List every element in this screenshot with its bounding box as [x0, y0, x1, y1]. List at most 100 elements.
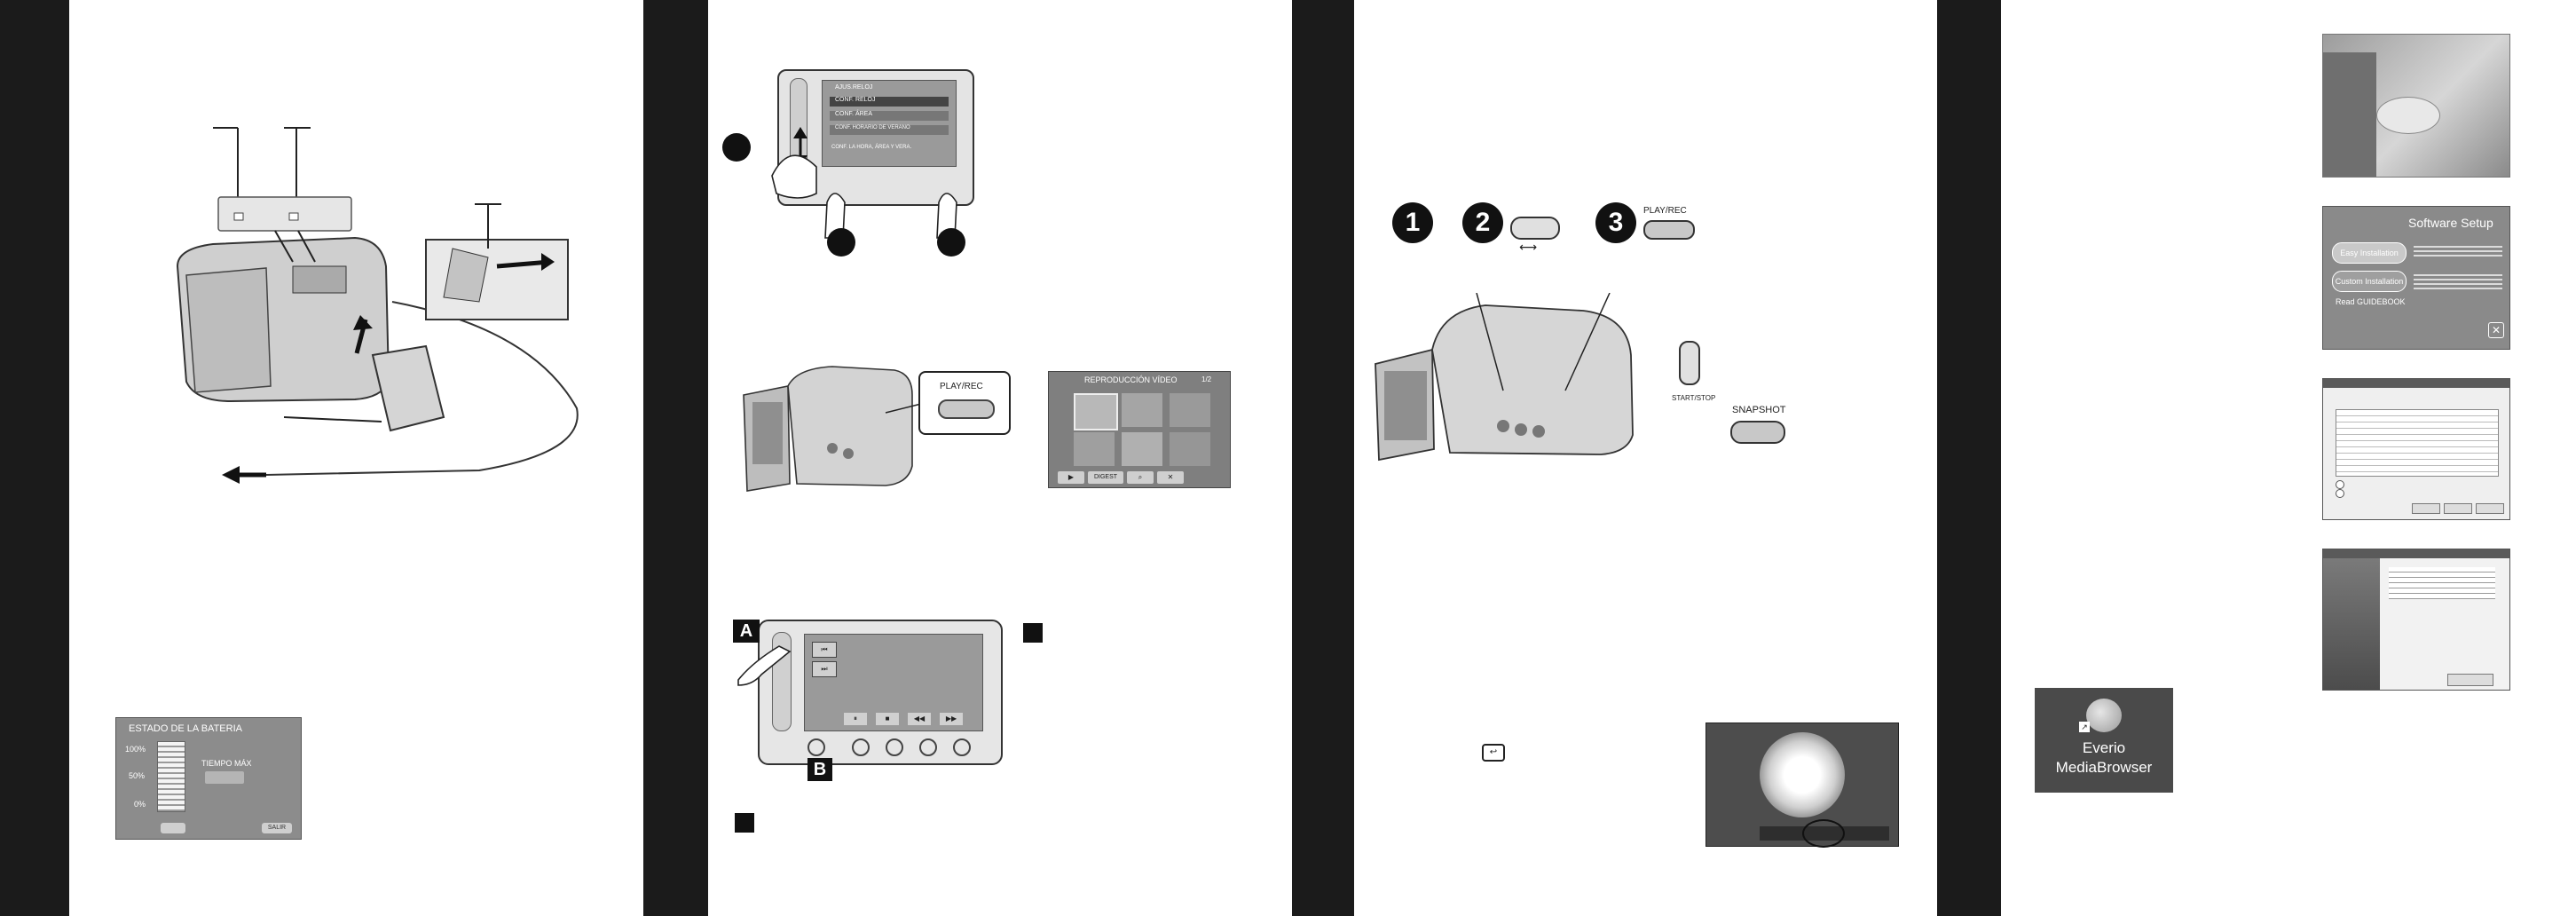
playback-thumb-1[interactable]	[1074, 393, 1118, 430]
battery-exit-button[interactable]: SALIR	[262, 823, 292, 833]
battery-level-bar	[157, 741, 185, 812]
everio-icon-graphic	[2086, 699, 2122, 732]
license-text-box	[2336, 409, 2499, 477]
dark-bar-1	[0, 0, 69, 916]
camcorder-record-illustration	[1375, 293, 1634, 462]
step-circle-left	[827, 228, 855, 257]
finger-pointer-illustration	[737, 645, 792, 686]
square-marker-2	[735, 813, 754, 833]
battery-time-label: TIEMPO MÁX	[201, 759, 252, 768]
playrec-callout: PLAY/REC	[918, 371, 1011, 435]
snapshot-button[interactable]	[1730, 421, 1785, 444]
battery-status-screen: ESTADO DE LA BATERIA 100% 50% 0% TIEMPO …	[115, 717, 302, 840]
everio-icon-label-2: MediaBrowser	[2055, 759, 2153, 776]
record-playrec-button[interactable]	[1643, 220, 1695, 240]
battery-level-0: 0%	[134, 800, 146, 809]
snapshot-preview-flower	[1760, 732, 1845, 817]
step-3-badge: 3	[1595, 202, 1636, 243]
dark-bar-4	[1937, 0, 2001, 916]
stop-icon[interactable]: ■	[876, 713, 899, 725]
install-message-lines	[2389, 567, 2495, 599]
battery-status-title: ESTADO DE LA BATERIA	[129, 723, 242, 734]
custom-installation-desc	[2414, 274, 2502, 292]
custom-installation-button[interactable]: Custom Installation	[2332, 271, 2407, 292]
close-icon[interactable]: ✕	[2488, 322, 2504, 338]
rewind-icon[interactable]: ◀◀	[908, 713, 931, 725]
clock-menu-item-3[interactable]: CONF. HORARIO DE VERANO	[830, 125, 949, 135]
clock-menu-item-1[interactable]: CONF. RELOJ	[830, 97, 949, 107]
license-decline-radio[interactable]	[2336, 489, 2344, 498]
pause-icon[interactable]: ⏸	[844, 713, 867, 725]
start-stop-button[interactable]	[1679, 341, 1700, 385]
lcd-button-1[interactable]	[807, 738, 825, 756]
license-accept-radio[interactable]	[2336, 480, 2344, 489]
everio-mediabrowser-icon[interactable]: ↗ Everio MediaBrowser	[2035, 688, 2173, 793]
playrec-label: PLAY/REC	[940, 382, 983, 391]
clock-lcd-screen: AJUS.RELOJ CONF. RELOJ CONF. ÁREA CONF. …	[822, 80, 957, 167]
mode-switch[interactable]	[1510, 217, 1560, 240]
disc-insert-photo	[2322, 34, 2510, 178]
snapshot-preview-screen	[1706, 723, 1899, 848]
playback-thumb-4[interactable]	[1074, 432, 1115, 466]
skip-forward-icon[interactable]: ⏭	[812, 661, 837, 677]
playback-search-icon[interactable]: ⌕	[1127, 471, 1154, 484]
playrec-button[interactable]	[938, 399, 995, 419]
disc-tray	[2376, 97, 2440, 134]
playback-control-screen: ⏮ ⏭ ⏸ ■ ◀◀ ▶▶	[804, 634, 983, 731]
dark-bar-3	[1292, 0, 1354, 916]
lcd-button-2[interactable]	[852, 738, 870, 756]
easy-installation-button[interactable]: Easy Installation	[2332, 242, 2407, 264]
license-cancel-button[interactable]	[2476, 503, 2504, 514]
snapshot-label: SNAPSHOT	[1732, 405, 1786, 415]
label-b-badge: B	[807, 758, 832, 781]
playback-thumb-3[interactable]	[1170, 393, 1210, 427]
license-next-button[interactable]	[2444, 503, 2472, 514]
step-2-badge: 2	[1462, 202, 1503, 243]
lcd-button-3[interactable]	[886, 738, 903, 756]
mode-switch-arrow: ⟷	[1519, 240, 1538, 254]
playback-delete-icon[interactable]: ✕	[1157, 471, 1184, 484]
step-circle-top	[722, 133, 751, 162]
start-stop-label: START/STOP	[1672, 394, 1716, 402]
playback-digest-button[interactable]: DIGEST	[1088, 471, 1123, 484]
playback-screen: REPRODUCCIÓN VÍDEO 1/2 ▶ DIGEST ⌕ ✕	[1048, 371, 1231, 488]
software-setup-screen: Software Setup Easy Installation Custom …	[2322, 206, 2510, 350]
record-playrec-label: PLAY/REC	[1643, 206, 1687, 216]
clock-menu-hint: CONF. LA HORA, ÁREA Y VERA.	[831, 145, 912, 150]
playback-thumb-2[interactable]	[1122, 393, 1162, 427]
label-a-badge: A	[733, 620, 760, 643]
license-window	[2322, 378, 2510, 520]
everio-icon-label-1: Everio	[2082, 739, 2126, 756]
computer-tower	[2323, 52, 2376, 177]
fast-forward-icon[interactable]: ▶▶	[940, 713, 963, 725]
skip-back-icon[interactable]: ⏮	[812, 642, 837, 658]
playback-counter: 1/2	[1201, 375, 1212, 383]
license-back-button[interactable]	[2412, 503, 2440, 514]
install-finish-button[interactable]	[2447, 674, 2493, 686]
read-guidebook-link[interactable]: Read GUIDEBOOK	[2336, 297, 2406, 306]
playback-title: REPRODUCCIÓN VÍDEO	[1084, 375, 1178, 384]
clock-menu-title: AJUS.RELOJ	[835, 84, 873, 91]
everio-shortcut-arrow-icon: ↗	[2079, 722, 2090, 732]
playback-thumb-6[interactable]	[1170, 432, 1210, 466]
clock-menu-item-2[interactable]: CONF. ÁREA	[830, 111, 949, 121]
camcorder-playrec-illustration	[743, 366, 922, 492]
charging-illustration	[176, 127, 579, 484]
dark-bar-2	[643, 0, 708, 916]
easy-installation-desc	[2414, 246, 2502, 258]
display-button-icon[interactable]: ↩	[1482, 744, 1505, 762]
battery-time-value	[205, 771, 244, 784]
playback-play-icon[interactable]: ▶	[1058, 471, 1084, 484]
battery-back-button[interactable]	[161, 823, 185, 833]
install-window-titlebar	[2323, 549, 2509, 558]
lcd-button-5[interactable]	[953, 738, 971, 756]
playback-thumb-5[interactable]	[1122, 432, 1162, 466]
step-circle-right	[937, 228, 965, 257]
lcd-button-4[interactable]	[919, 738, 937, 756]
battery-level-100: 100%	[125, 745, 146, 754]
snapshot-preview-highlight	[1802, 819, 1845, 848]
battery-level-50: 50%	[129, 771, 146, 780]
install-side-graphic	[2323, 558, 2380, 690]
playback-control-lcd: ⏮ ⏭ ⏸ ■ ◀◀ ▶▶	[758, 620, 1003, 765]
square-marker-1	[1023, 623, 1043, 643]
